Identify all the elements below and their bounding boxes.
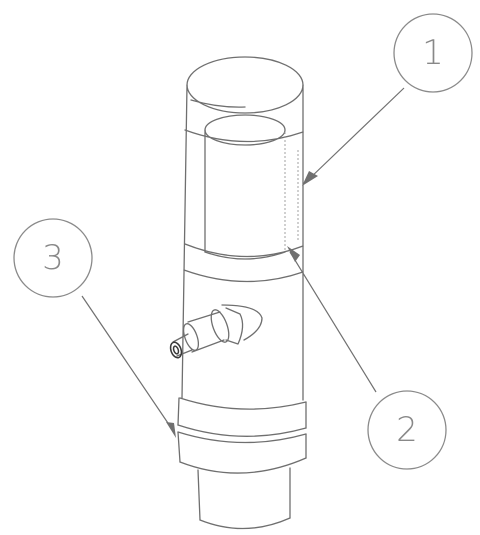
callout-balloon-2: 2 [367,390,447,470]
sight-glass-top [204,114,286,146]
inner-sight-glass [204,114,299,260]
spigot-left [197,469,201,521]
callout-balloon-3: 3 [13,218,93,298]
nozzle-tip-bore [172,345,180,355]
callout-label-2: 2 [396,410,418,450]
arrowhead-3 [166,422,176,438]
sight-glass-bottom [204,251,286,260]
nozzle-nut-face [210,309,230,343]
nozzle-saddle [221,304,263,341]
spigot-bottom [199,517,291,530]
leader-2 [289,251,377,393]
leader-3 [81,295,175,433]
collar-lower-left [177,431,181,463]
collar-step-line [177,424,307,437]
leader-lines [81,87,405,438]
nozzle-nut-flats [187,311,225,353]
side-nozzle [169,304,263,359]
collar-step-line-2 [177,431,307,444]
nozzle-tip-outer [169,341,183,359]
arrowhead-1 [302,171,318,186]
bottom-coupling [177,397,307,530]
tube-seam-upper [184,129,304,143]
collar-top-edge [179,397,307,410]
callout-label-3: 3 [42,238,64,278]
nozzle-nut-back [182,323,200,351]
callout-label-1: 1 [422,33,444,73]
tube-top-inner-rim [190,99,246,108]
collar-bottom-edge [179,457,307,474]
collar-upper-left [177,397,180,426]
nozzle-body [225,307,244,345]
tube-top-rim [186,56,304,114]
arrowhead-2 [287,246,300,262]
leader-1 [307,87,405,181]
tube-left-wall [181,84,188,399]
tube-seam-lower [183,269,304,283]
callout-balloon-1: 1 [393,13,473,93]
nozzle-tip-body [172,333,193,357]
